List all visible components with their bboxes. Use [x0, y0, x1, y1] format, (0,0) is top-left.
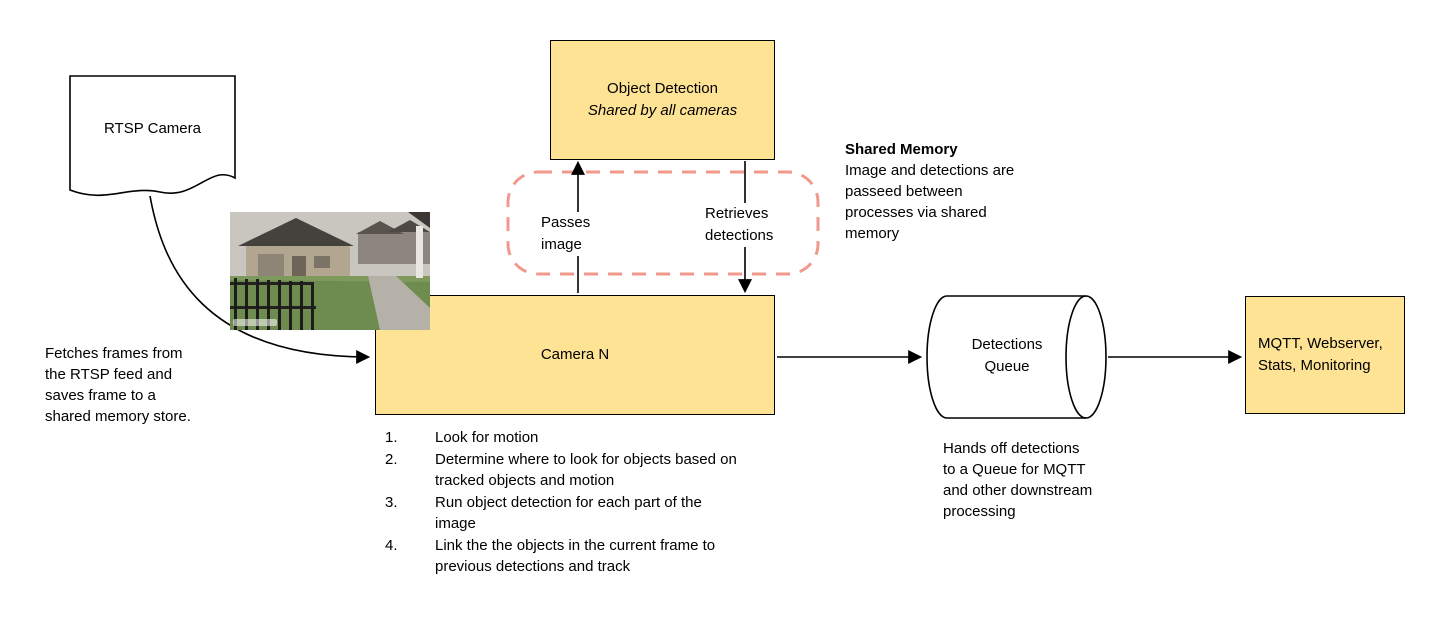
camera-snapshot-image [230, 212, 430, 330]
step-text: Look for motion [435, 429, 539, 446]
retrieves-detections-edge-label: Retrieves detections [702, 203, 786, 247]
step-number: 4. [385, 536, 398, 554]
camera-steps-list: 1. Look for motion 2. Determine where to… [385, 427, 737, 578]
step-number: 1. [385, 429, 398, 446]
object-detection-title: Object Detection [607, 80, 718, 97]
passes-image-edge-label: Passes image [538, 212, 604, 256]
node-camera-n: Camera N [375, 295, 775, 415]
step-number: 3. [385, 493, 398, 511]
camera-step-item: 1. Look for motion [385, 427, 737, 449]
camera-step-item: 2. Determine where to look for objects b… [385, 449, 737, 492]
step-text: Determine where to look for objects base… [435, 450, 737, 490]
node-outputs: MQTT, Webserver, Stats, Monitoring [1245, 296, 1405, 414]
shared-memory-note: Shared Memory Image and detections are p… [845, 139, 1025, 244]
object-detection-subtitle: Shared by all cameras [587, 102, 738, 119]
step-text: Run object detection for each part of th… [435, 493, 702, 533]
detections-queue-label: Detections Queue [971, 336, 1043, 375]
arrow-rtsp-to-camera [149, 195, 371, 364]
step-number: 2. [385, 450, 398, 468]
outputs-label: MQTT, Webserver, Stats, Monitoring [1258, 335, 1383, 374]
camera-step-item: 4. Link the the objects in the current f… [385, 535, 737, 578]
shared-memory-dashed-boundary [506, 170, 820, 276]
camera-step-item: 3. Run object detection for each part of… [385, 492, 737, 535]
queue-handoff-note: Hands off detections to a Queue for MQTT… [943, 440, 1093, 520]
shared-memory-note-title: Shared Memory [845, 141, 958, 158]
rtsp-camera-document-shape [69, 75, 236, 197]
fetch-frames-note: Fetches frames from the RTSP feed and sa… [45, 345, 191, 425]
rtsp-camera-label: RTSP Camera [104, 120, 201, 137]
node-object-detection: Object Detection Shared by all cameras [550, 40, 775, 160]
step-text: Link the the objects in the current fram… [435, 536, 716, 576]
shared-memory-note-body: Image and detections are passeed between… [845, 162, 1015, 242]
camera-n-label: Camera N [540, 346, 610, 363]
detections-queue-cylinder-face [1065, 295, 1087, 419]
